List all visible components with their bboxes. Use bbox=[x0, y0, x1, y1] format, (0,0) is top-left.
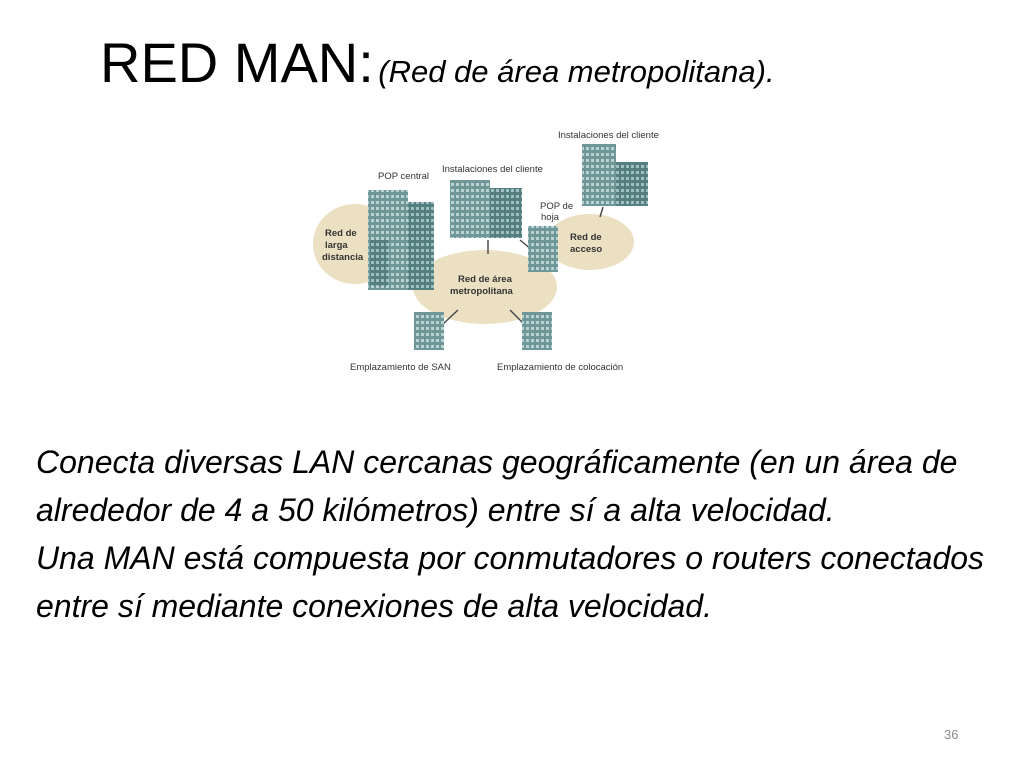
page-number: 36 bbox=[944, 727, 959, 742]
colocation-site-building-icon bbox=[522, 312, 552, 350]
man-network-diagram: Instalaciones del cliente Instalaciones … bbox=[300, 122, 700, 382]
label-access-network-2: acceso bbox=[570, 244, 602, 255]
label-metro-network-1: Red de área bbox=[458, 274, 513, 285]
title-main: RED MAN: bbox=[100, 31, 374, 94]
connection-lines bbox=[442, 206, 604, 325]
customer-premises-building-mid-icon bbox=[450, 180, 522, 238]
access-network-ellipse bbox=[546, 214, 634, 270]
label-leaf-pop-2: hoja bbox=[541, 212, 560, 223]
title-subtitle: (Red de área metropolitana). bbox=[378, 54, 775, 89]
label-access-network-1: Red de bbox=[570, 232, 602, 243]
metro-network-ellipse bbox=[413, 250, 557, 324]
label-customer-premises-mid: Instalaciones del cliente bbox=[442, 164, 543, 175]
leaf-pop-building-icon bbox=[528, 226, 558, 272]
label-customer-premises-top: Instalaciones del cliente bbox=[558, 130, 659, 141]
label-colocation-site: Emplazamiento de colocación bbox=[497, 362, 623, 373]
label-long-distance-2: larga bbox=[325, 240, 348, 251]
label-long-distance-3: distancia bbox=[322, 252, 364, 263]
pop-central-building-icon bbox=[368, 190, 434, 290]
body-paragraph-composition: Una MAN está compuesta por conmutadores … bbox=[36, 540, 985, 624]
label-long-distance-1: Red de bbox=[325, 228, 357, 239]
label-san-site: Emplazamiento de SAN bbox=[350, 362, 451, 373]
label-leaf-pop-1: POP de bbox=[540, 201, 573, 212]
label-pop-central: POP central bbox=[378, 171, 429, 182]
network-diagram-svg: Instalaciones del cliente Instalaciones … bbox=[313, 130, 659, 373]
customer-premises-building-top-icon bbox=[582, 144, 648, 206]
slide-title: RED MAN: (Red de área metropolitana). bbox=[100, 30, 775, 95]
label-metro-network-2: metropolitana bbox=[450, 286, 514, 297]
san-site-building-icon bbox=[414, 312, 444, 350]
body-paragraph-definition: Conecta diversas LAN cercanas geográfica… bbox=[36, 444, 958, 528]
slide-body: Conecta diversas LAN cercanas geográfica… bbox=[36, 438, 996, 630]
